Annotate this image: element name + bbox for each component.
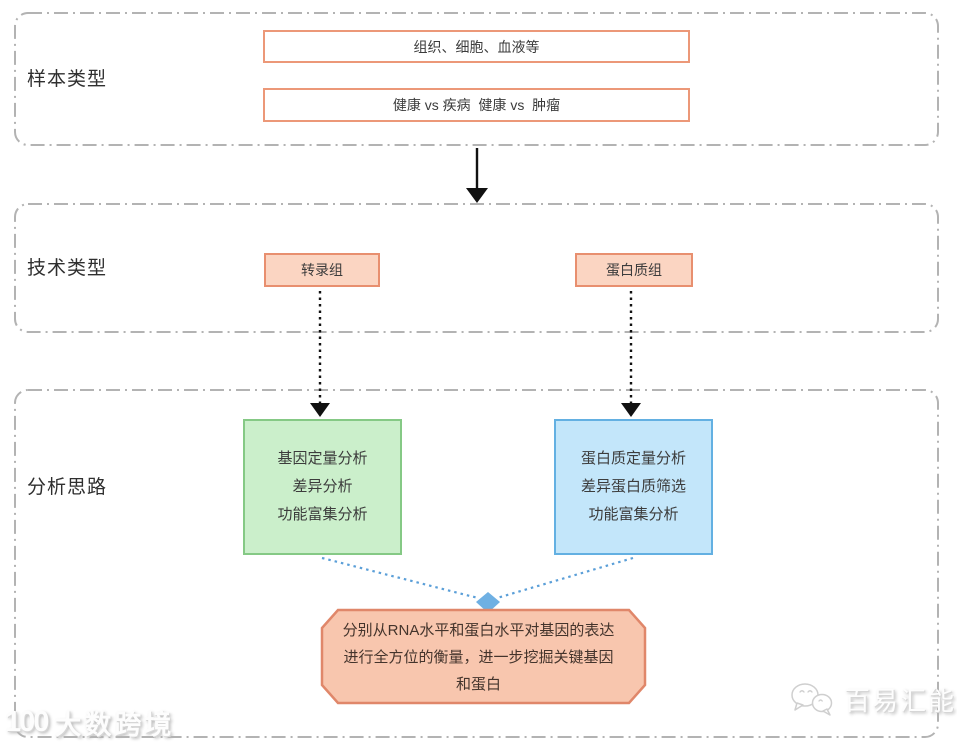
- conclusion-octagon: [320, 608, 647, 705]
- diamond-junction-icon: [476, 592, 500, 613]
- transcriptome-node: 转录组: [264, 253, 380, 287]
- tech-section-frame: [14, 203, 939, 333]
- sample-section-label: 样本类型: [27, 69, 108, 90]
- right-watermark-text: 百易汇能: [844, 685, 957, 716]
- gene-analysis-node: 基因定量分析 差异分析 功能富集分析: [243, 419, 402, 555]
- sample-section-frame: [14, 12, 939, 146]
- sample-compare-node: 健康 vs 疾病 健康 vs 肿瘤: [263, 88, 690, 122]
- right-watermark: 百易汇能: [788, 680, 956, 718]
- down-arrow-icon: [466, 148, 488, 203]
- left-watermark-text: 大数跨境: [54, 710, 175, 740]
- protein-analysis-node: 蛋白质定量分析 差异蛋白质筛选 功能富集分析: [554, 419, 713, 555]
- proteome-node: 蛋白质组: [575, 253, 693, 287]
- dotted-arrow-left-icon: [310, 291, 330, 417]
- wechat-icon: [791, 683, 833, 716]
- tech-section-label: 技术类型: [27, 258, 108, 279]
- conclusion-text: 分别从RNA水平和蛋白水平对基因的表达 进行全方位的衡量，进一步挖掘关键基因 和…: [342, 621, 615, 693]
- dashukuajing-logo-icon: 100: [5, 706, 49, 738]
- analysis-section-label: 分析思路: [27, 477, 108, 498]
- left-watermark: 100 大数跨境: [5, 703, 174, 742]
- sample-type-node: 组织、细胞、血液等: [263, 30, 690, 63]
- dotted-arrow-right-icon: [621, 291, 641, 417]
- blue-dotted-connectors: [321, 556, 634, 613]
- analysis-section-frame: [14, 389, 939, 738]
